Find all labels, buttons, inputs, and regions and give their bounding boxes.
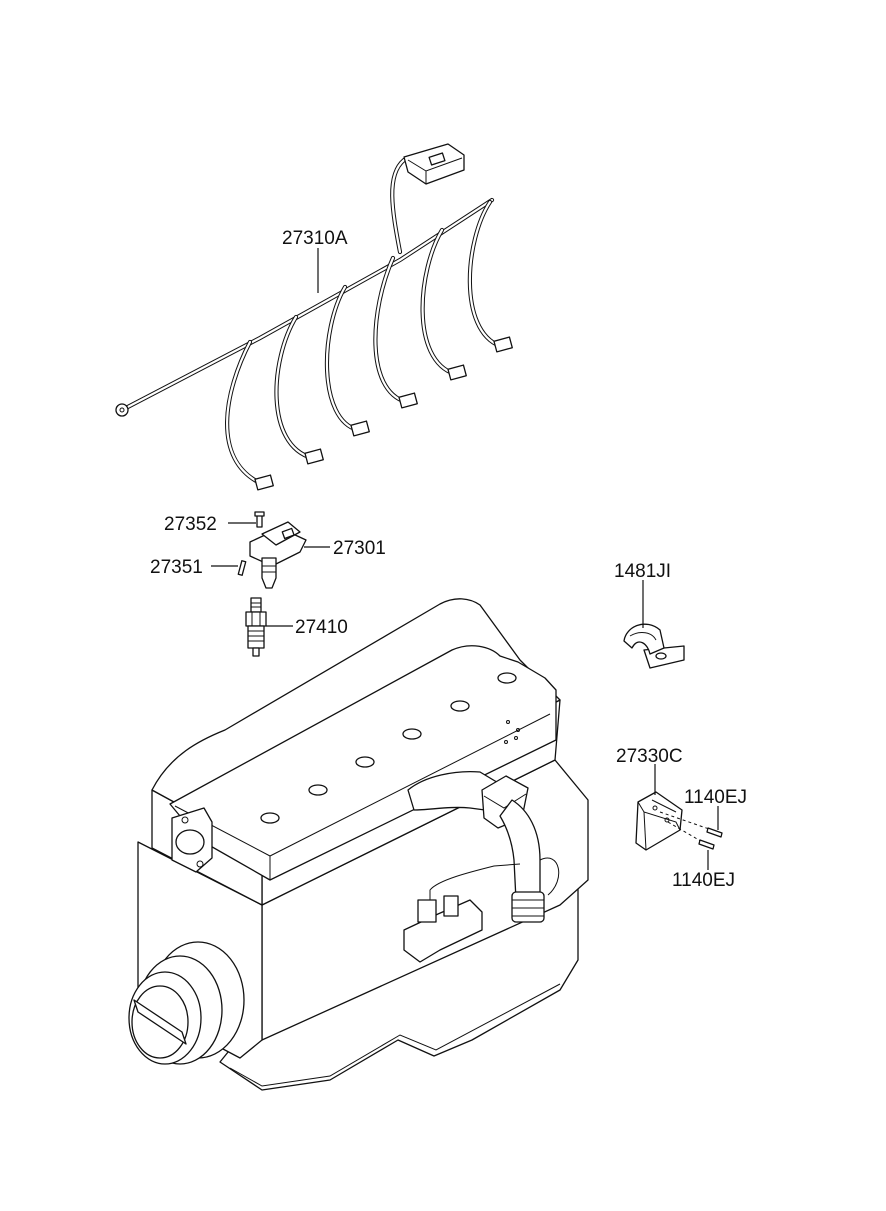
label-coil: 27301 <box>333 538 386 559</box>
leader-lines <box>211 248 719 870</box>
label-pin: 27351 <box>150 557 203 578</box>
label-screw-upper: 1140EJ <box>684 787 747 808</box>
coil-bolt[interactable] <box>254 511 265 528</box>
label-spark-plug: 27410 <box>295 617 348 638</box>
crank-pulley <box>128 941 245 1065</box>
bracket-screw-lower[interactable] <box>667 821 715 850</box>
bracket[interactable] <box>635 791 683 851</box>
clamp[interactable] <box>623 623 685 669</box>
label-harness: 27310A <box>282 228 348 249</box>
spark-plug[interactable] <box>245 597 267 657</box>
coil-pin[interactable] <box>237 560 247 576</box>
label-clamp: 1481JI <box>614 561 671 582</box>
ignition-coil[interactable] <box>249 521 307 589</box>
label-bolt: 27352 <box>164 514 217 535</box>
label-screw-lower: 1140EJ <box>672 870 735 891</box>
bracket-screw-upper[interactable] <box>659 811 723 838</box>
engine-assembly <box>128 598 589 1091</box>
label-bracket: 27330C <box>616 746 683 767</box>
wiring-harness[interactable] <box>115 143 513 491</box>
plug-wells <box>260 672 517 824</box>
